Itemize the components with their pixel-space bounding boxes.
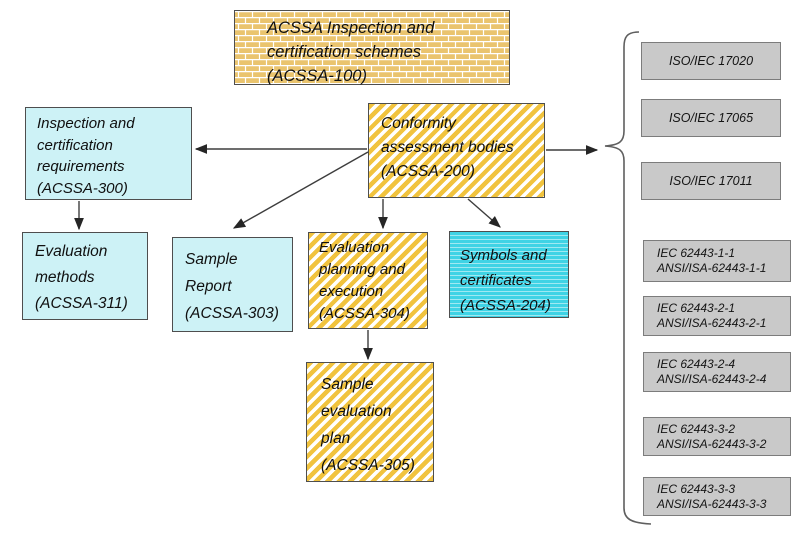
node-acssa-304: Evaluation planning and execution (ACSSA… bbox=[308, 232, 428, 329]
node-label-acssa-204: Symbols and certificates (ACSSA-204) bbox=[460, 247, 551, 314]
standard-box-iso-iec-17020: ISO/IEC 17020 bbox=[641, 42, 781, 80]
node-acssa-100: ACSSA Inspection and certification schem… bbox=[234, 10, 510, 85]
standard-label: ISO/IEC 17011 bbox=[669, 173, 753, 188]
standard-box-iec-62443-3-3: IEC 62443-3-3 ANSI/ISA-62443-3-3 bbox=[643, 477, 791, 516]
standard-label: IEC 62443-2-4 ANSI/ISA-62443-2-4 bbox=[657, 357, 767, 386]
standard-box-iec-62443-3-2: IEC 62443-3-2 ANSI/ISA-62443-3-2 bbox=[643, 417, 791, 456]
node-acssa-303: Sample Report (ACSSA-303) bbox=[172, 237, 293, 332]
standard-label: IEC 62443-1-1 ANSI/ISA-62443-1-1 bbox=[657, 246, 767, 275]
standard-box-iec-62443-1-1: IEC 62443-1-1 ANSI/ISA-62443-1-1 bbox=[643, 240, 791, 282]
node-acssa-305: Sample evaluation plan (ACSSA-305) bbox=[306, 362, 434, 482]
node-label-acssa-303: Sample Report (ACSSA-303) bbox=[185, 251, 279, 322]
standard-label: ISO/IEC 17065 bbox=[668, 110, 754, 125]
node-label-acssa-100: ACSSA Inspection and certification schem… bbox=[267, 19, 435, 85]
standard-label: IEC 62443-3-3 ANSI/ISA-62443-3-3 bbox=[657, 481, 767, 511]
standard-label: ISO/IEC 17020 bbox=[668, 53, 754, 68]
node-acssa-200: Conformity assessment bodies (ACSSA-200) bbox=[368, 103, 545, 198]
node-label-acssa-200: Conformity assessment bodies (ACSSA-200) bbox=[381, 115, 514, 180]
standard-box-iso-iec-17065: ISO/IEC 17065 bbox=[641, 99, 781, 137]
node-label-acssa-304: Evaluation planning and execution (ACSSA… bbox=[319, 239, 410, 322]
node-label-acssa-311: Evaluation methods (ACSSA-311) bbox=[35, 243, 128, 312]
standard-label: IEC 62443-3-2 ANSI/ISA-62443-3-2 bbox=[657, 421, 767, 451]
standard-box-iec-62443-2-4: IEC 62443-2-4 ANSI/ISA-62443-2-4 bbox=[643, 352, 791, 392]
standard-label: IEC 62443-2-1 ANSI/ISA-62443-2-1 bbox=[657, 301, 767, 330]
standard-box-iso-iec-17011: ISO/IEC 17011 bbox=[641, 162, 781, 200]
node-label-acssa-305: Sample evaluation plan (ACSSA-305) bbox=[321, 376, 415, 474]
node-acssa-300: Inspection and certification requirement… bbox=[25, 107, 192, 200]
arrow-acssa200-to-acssa303 bbox=[232, 151, 369, 229]
arrow-acssa200-to-acssa204 bbox=[467, 198, 501, 228]
standard-box-iec-62443-2-1: IEC 62443-2-1 ANSI/ISA-62443-2-1 bbox=[643, 296, 791, 336]
node-acssa-311: Evaluation methods (ACSSA-311) bbox=[22, 232, 148, 320]
node-label-acssa-300: Inspection and certification requirement… bbox=[37, 115, 135, 197]
node-acssa-204: Symbols and certificates (ACSSA-204) bbox=[449, 231, 569, 318]
brick-pattern bbox=[235, 11, 509, 84]
